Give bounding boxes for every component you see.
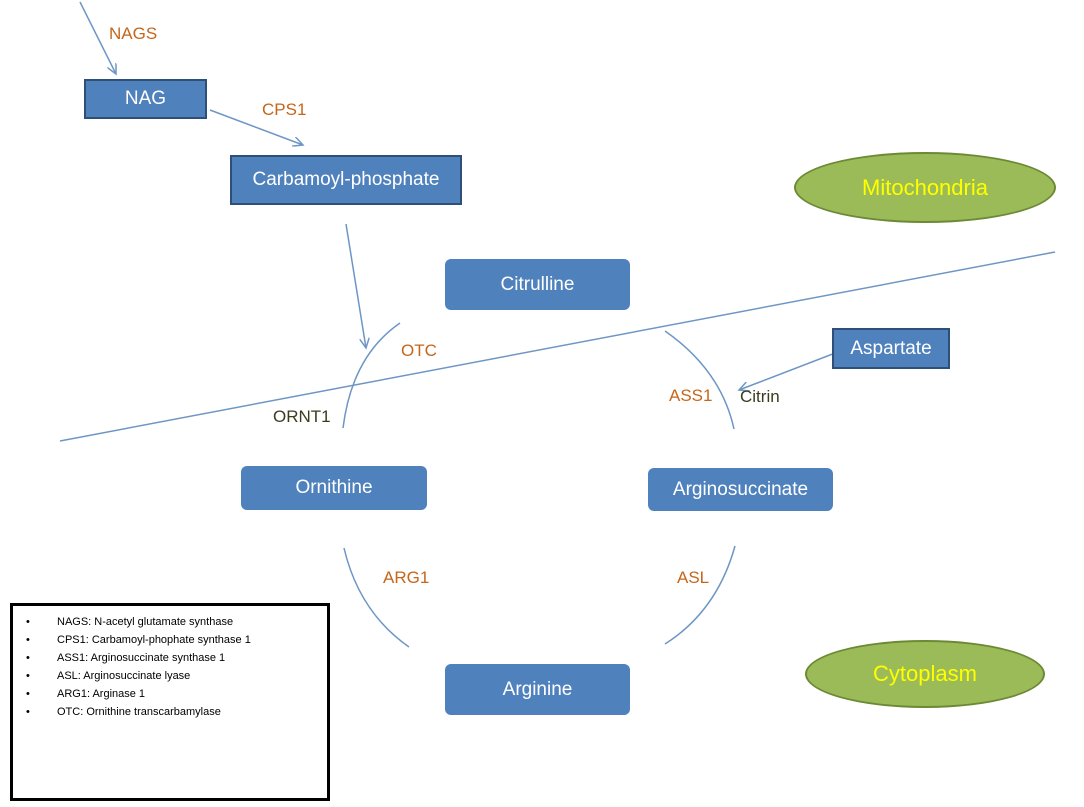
- legend-item: ASL: Arginosuccinate lyase: [26, 667, 327, 685]
- enzyme-otc-label: OTC: [401, 341, 437, 360]
- legend-item: NAGS: N-acetyl glutamate synthase: [26, 613, 327, 631]
- arc-arginosuccinate-to-arginine: [664, 545, 736, 645]
- enzyme-ass1-label: ASS1: [669, 386, 713, 405]
- legend-item: ASS1: Arginosuccinate synthase 1: [26, 649, 327, 667]
- legend-item: ARG1: Arginase 1: [26, 685, 327, 703]
- arc-ornithine-to-citrulline: [342, 322, 401, 429]
- arc-citrulline-to-arginosuccinate: [664, 330, 735, 430]
- node-citrulline: Citrulline: [445, 259, 630, 310]
- arc-arginine-to-ornithine: [343, 547, 410, 648]
- arrow-carbamoyl-to-otc: [345, 223, 366, 348]
- node-aspartate: Aspartate: [832, 328, 950, 369]
- enzyme-asl-label: ASL: [677, 568, 710, 587]
- enzyme-arg1-label: ARG1: [383, 568, 430, 587]
- node-nag: NAG: [84, 79, 207, 119]
- legend-item: OTC: Ornithine transcarbamylase: [26, 703, 327, 721]
- node-arginine: Arginine: [445, 664, 630, 715]
- node-arginosuccinate: Arginosuccinate: [648, 468, 833, 511]
- compartment-mitochondria: Mitochondria: [794, 152, 1056, 223]
- enzyme-cps1-label: CPS1: [262, 100, 307, 119]
- legend-list: NAGS: N-acetyl glutamate synthase CPS1: …: [13, 606, 327, 721]
- compartment-cytoplasm: Cytoplasm: [805, 640, 1045, 708]
- node-carbamoyl-phosphate: Carbamoyl-phosphate: [230, 155, 462, 205]
- legend-item: CPS1: Carbamoyl-phophate synthase 1: [26, 631, 327, 649]
- arrow-to-nag: [79, 1, 116, 74]
- arrow-nag-to-carbamoyl: [209, 109, 303, 145]
- transporter-citrin-label: Citrin: [740, 387, 780, 406]
- membrane-line: [59, 251, 1056, 442]
- legend-box: NAGS: N-acetyl glutamate synthase CPS1: …: [10, 603, 330, 801]
- arrow-aspartate-to-ass1: [739, 349, 844, 390]
- node-ornithine: Ornithine: [241, 466, 427, 510]
- transporter-ornt1-label: ORNT1: [273, 407, 331, 426]
- enzyme-nags-label: NAGS: [109, 24, 158, 43]
